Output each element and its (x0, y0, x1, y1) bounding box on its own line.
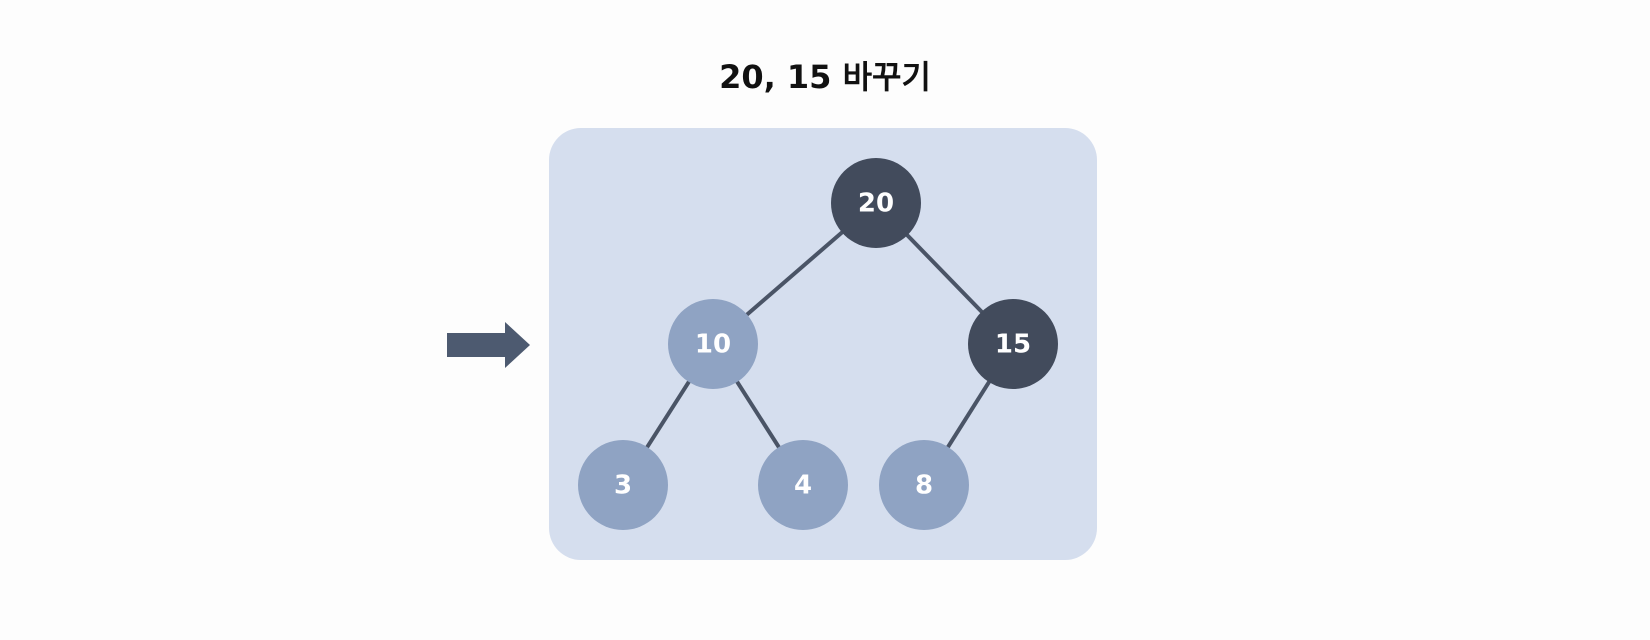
node-circle (879, 440, 969, 530)
node-label: 15 (995, 330, 1031, 360)
tree-node: 10 (668, 299, 758, 389)
step-arrow (447, 322, 530, 368)
node-circle (968, 299, 1058, 389)
node-circle (578, 440, 668, 530)
tree-nodes: 20 10 15 3 4 8 (578, 158, 1058, 530)
tree-node: 15 (968, 299, 1058, 389)
node-label: 4 (794, 471, 812, 501)
arrow-head (505, 322, 530, 368)
tree-node: 3 (578, 440, 668, 530)
node-circle (668, 299, 758, 389)
node-label: 3 (614, 471, 632, 501)
tree-node: 8 (879, 440, 969, 530)
node-label: 10 (695, 330, 731, 360)
node-label: 8 (915, 471, 933, 501)
node-label: 20 (858, 189, 894, 219)
arrow-shaft (447, 333, 507, 357)
tree-panel (549, 128, 1097, 560)
node-circle (758, 440, 848, 530)
node-circle (831, 158, 921, 248)
tree-node: 4 (758, 440, 848, 530)
diagram-title: 20, 15 바꾸기 (719, 58, 931, 96)
tree-node: 20 (831, 158, 921, 248)
